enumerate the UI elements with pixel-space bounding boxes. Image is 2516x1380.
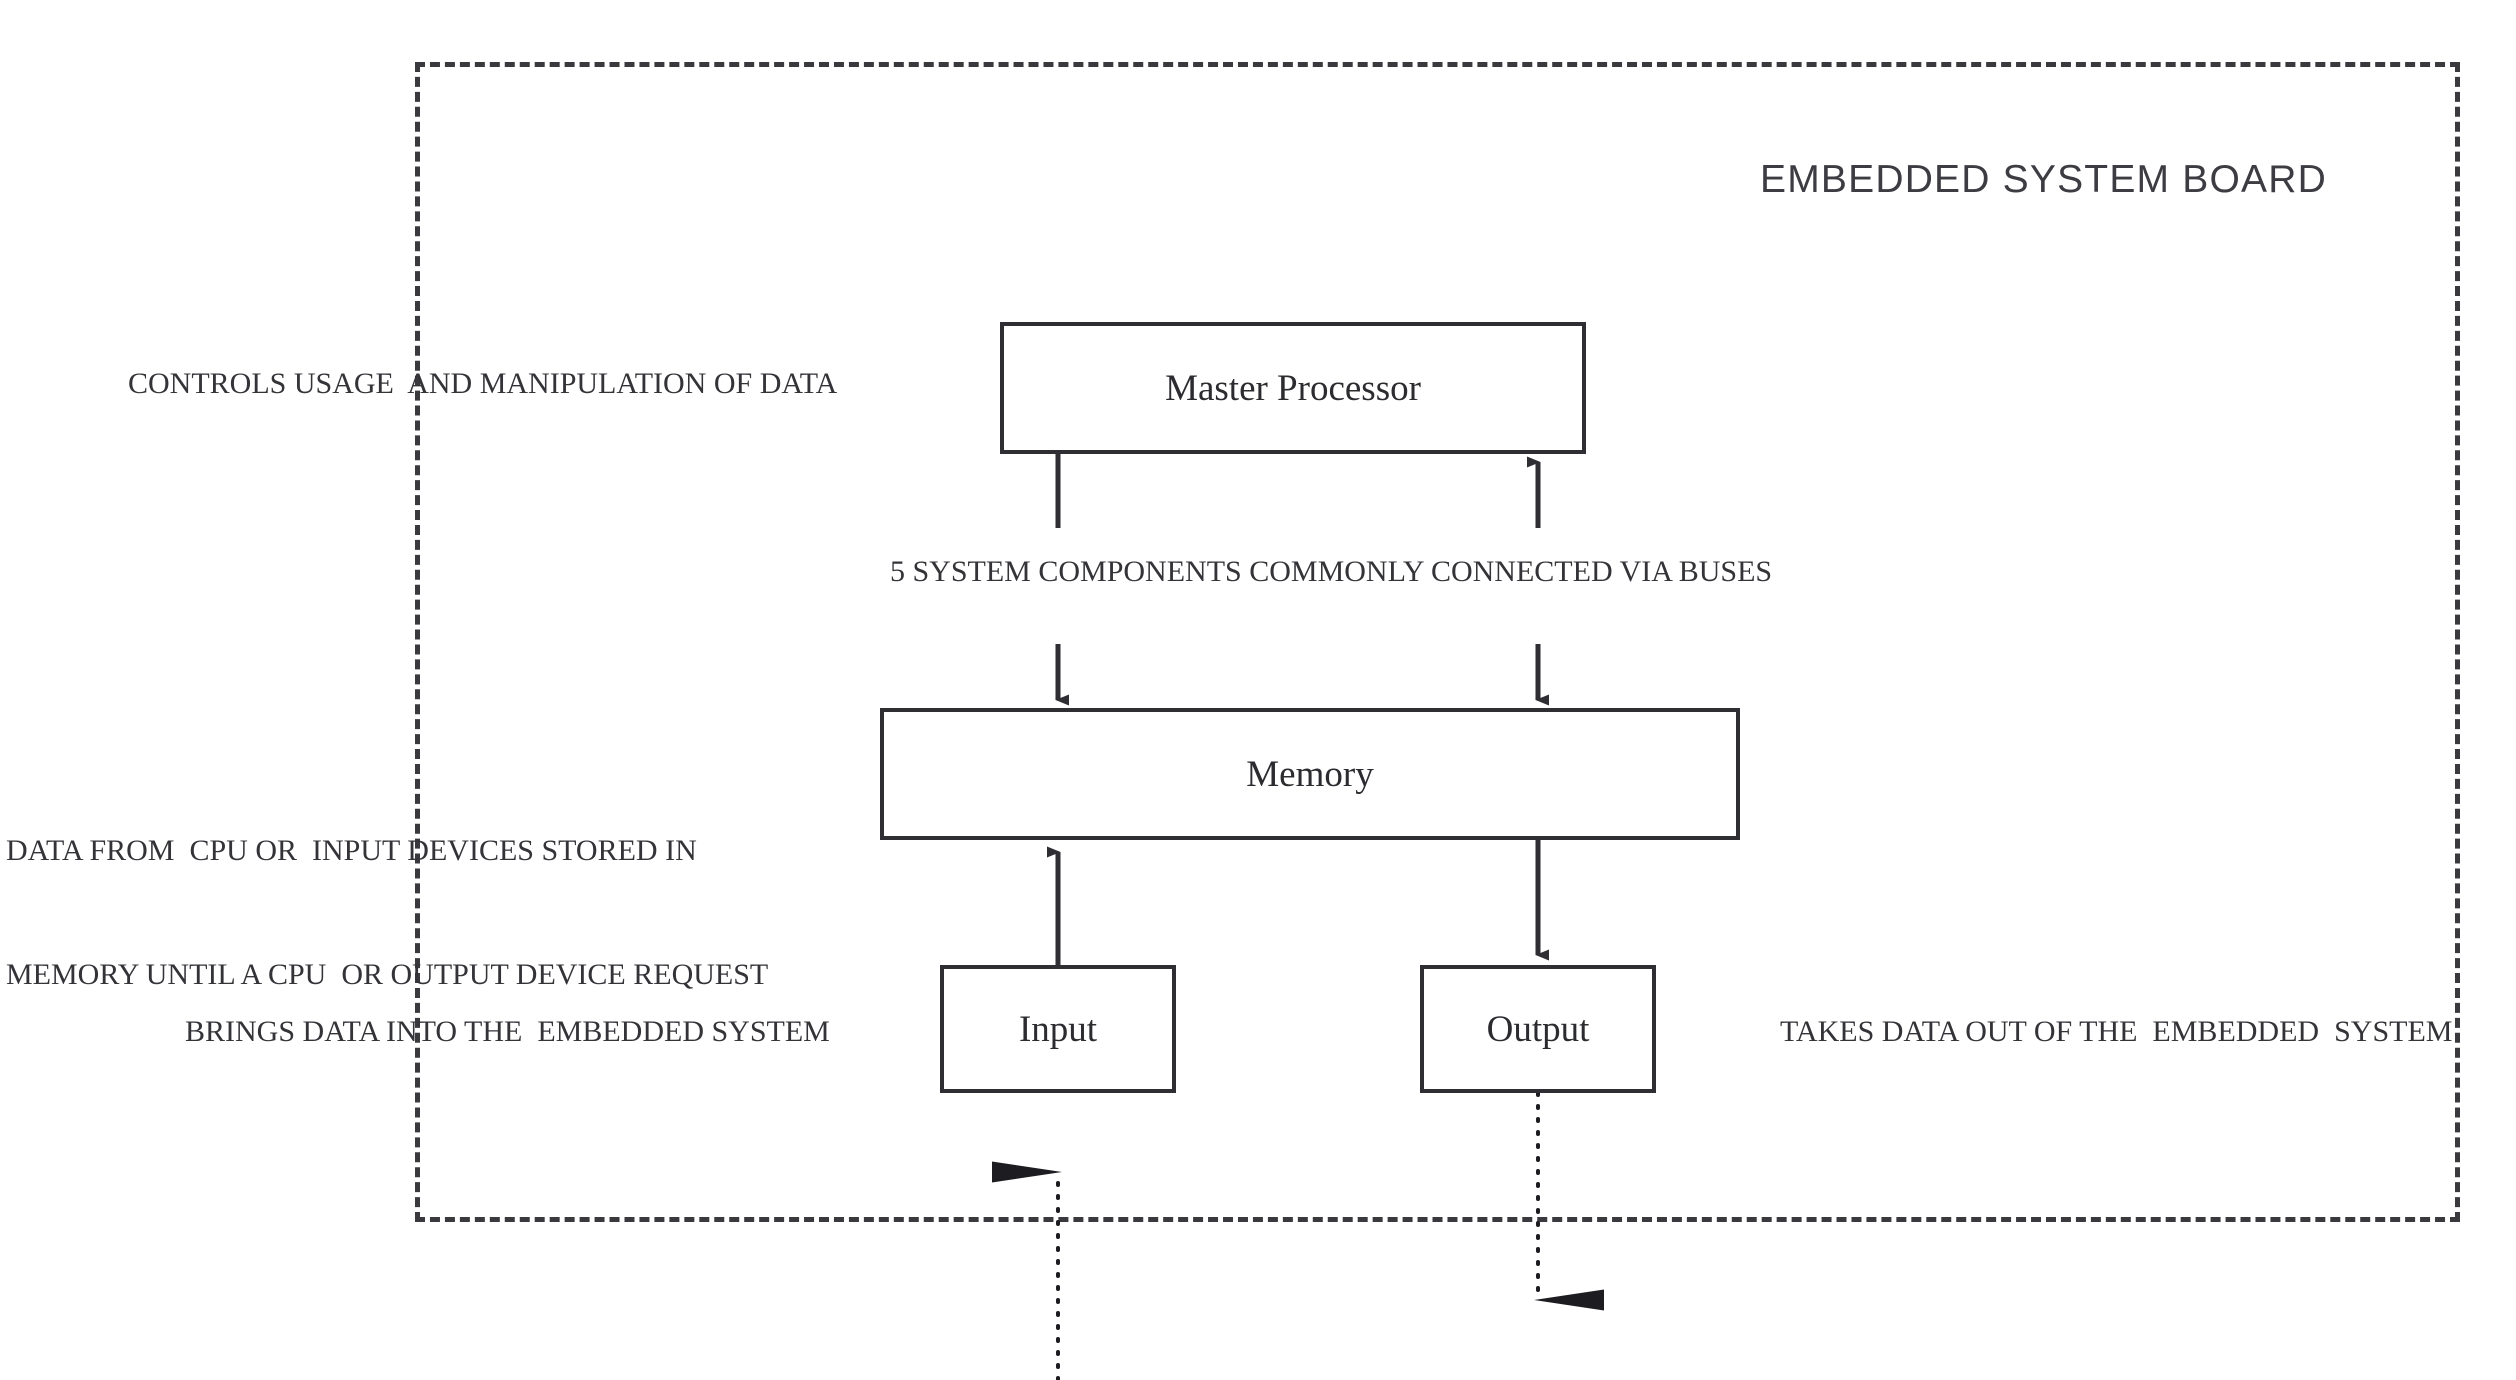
embedded-system-board-boundary <box>415 62 2460 1222</box>
caption-controls-usage: CONTROLS USAGE AND MANIPULATION OF DATA <box>128 367 838 400</box>
caption-output-description: TAKES DATA OUT OF THE EMBEDDED SYSTEM <box>1780 1015 2453 1048</box>
node-input[interactable]: Input <box>940 965 1176 1093</box>
caption-memory-storage-line1: DATA FROM CPU OR INPUT DEVICES STORED IN <box>6 833 697 867</box>
node-master-processor[interactable]: Master Processor <box>1000 322 1586 454</box>
caption-system-components-buses: 5 SYSTEM COMPONENTS COMMONLY CONNECTED V… <box>890 555 1773 588</box>
node-memory[interactable]: Memory <box>880 708 1740 840</box>
node-memory-label: Memory <box>1246 753 1374 795</box>
caption-memory-storage-line2: MEMORY UNTIL A CPU OR OUTPUT DEVICE REQU… <box>6 957 769 991</box>
node-output-label: Output <box>1486 1008 1590 1050</box>
node-master-processor-label: Master Processor <box>1165 367 1421 409</box>
caption-input-description: BRINGS DATA INTO THE EMBEDDED SYSTEM <box>185 1015 830 1048</box>
node-input-label: Input <box>1018 1008 1098 1050</box>
node-output[interactable]: Output <box>1420 965 1656 1093</box>
caption-memory-storage: DATA FROM CPU OR INPUT DEVICES STORED IN… <box>6 747 768 1078</box>
board-title: EMBEDDED SYSTEM BOARD <box>1760 158 2327 201</box>
